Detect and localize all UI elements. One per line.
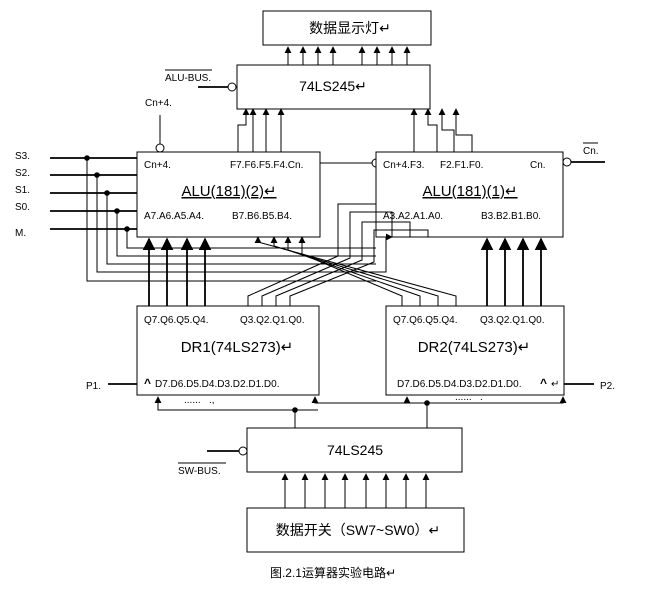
alu1-cn-pin: Cn. <box>530 160 546 171</box>
top-buffer-box <box>236 64 431 110</box>
dr1-d-pins: D7.D6.D5.D4.D3.D2.D1.D0. <box>155 379 280 390</box>
alu-bus-label: ALU-BUS. <box>165 73 211 84</box>
data-switches-block: 数据开关（SW7~SW0）↵ <box>246 507 465 553</box>
alu2-box <box>136 151 321 238</box>
s2-label: S2. <box>15 168 30 179</box>
dr1-bus-ellipsis-mark: ., <box>209 395 215 406</box>
data-switches-box <box>246 507 465 553</box>
dr1-bus-ellipsis: ...... <box>184 395 201 406</box>
dr1-q-lo-pins: Q3.Q2.Q1.Q0. <box>240 315 304 326</box>
bottom-buffer-block: 74LS245 SW-BUS. <box>178 427 463 477</box>
m-label: M. <box>15 228 26 239</box>
dr2-block: Q7.Q6.Q5.Q4. Q3.Q2.Q1.Q0. DR2(74LS273)↵ … <box>385 305 565 396</box>
bottom-buffer-label: 74LS245 <box>327 442 383 458</box>
alu2-title: ALU(181)(2)↵ <box>181 183 276 200</box>
alu2-block: Cn+4. F7.F6.F5.F4.Cn. ALU(181)(2)↵ A7.A6… <box>136 151 321 238</box>
dr1-title: DR1(74LS273)↵ <box>181 339 294 356</box>
display-bus-arrows <box>284 46 411 65</box>
alu1-box <box>375 151 564 238</box>
carry-link <box>320 158 381 168</box>
dr2-bus-ellipsis-mark: . <box>480 392 483 403</box>
display-lamps-block: 数据显示灯↵ <box>262 10 432 46</box>
top-buffer-block: 74LS245↵ ALU-BUS. <box>165 64 431 110</box>
cn-right-output: Cn. <box>562 142 605 167</box>
control-lines: S3. S2. S1. S0. M. <box>15 151 387 282</box>
sw-bus-label: SW-BUS. <box>178 466 221 477</box>
alu2-b-pins: B7.B6.B5.B4. <box>232 211 292 222</box>
alu1-to-buffer-wires <box>410 108 473 152</box>
dr2-title: DR2(74LS273)↵ <box>418 339 531 356</box>
dr2-d-pins: D7.D6.D5.D4.D3.D2.D1.D0. <box>397 379 522 390</box>
alu1-cn4-f3-pins: Cn+4.F3. <box>383 160 424 171</box>
crossing-buses <box>247 203 457 306</box>
display-lamps-box <box>262 10 432 46</box>
switch-bus-arrows <box>281 473 430 508</box>
s1-label: S1. <box>15 185 30 196</box>
dr1-block: Q7.Q6.Q5.Q4. Q3.Q2.Q1.Q0. DR1(74LS273)↵ … <box>136 305 320 396</box>
top-buffer-label: 74LS245↵ <box>299 78 367 94</box>
dr2-q-lo-pins: Q3.Q2.Q1.Q0. <box>480 315 544 326</box>
dr2-mark: ↵ <box>551 379 559 390</box>
alu1-block: Cn+4.F3. F2.F1.F0. Cn. ALU(181)(1)↵ A3.A… <box>375 151 564 238</box>
dr1-clock-symbol: ^ <box>144 376 151 390</box>
sw-bus-inverter-bubble <box>238 446 248 456</box>
s0-label: S0. <box>15 202 30 213</box>
data-switches-label: 数据开关（SW7~SW0）↵ <box>276 522 441 538</box>
cn4-bubble <box>155 143 165 153</box>
dr2-q-hi-pins: Q7.Q6.Q5.Q4. <box>393 315 457 326</box>
alu2-f-pins: F7.F6.F5.F4.Cn. <box>230 160 303 171</box>
alu-bus-inverter-bubble <box>227 82 237 92</box>
alu1-title: ALU(181)(1)↵ <box>422 183 517 200</box>
p1-input: P1. <box>86 381 137 392</box>
alu2-to-buffer-wires <box>237 108 285 152</box>
display-lamps-label: 数据显示灯↵ <box>309 20 391 36</box>
alu2-cn4-pin: Cn+4. <box>144 160 171 171</box>
cn-right-label: Cn. <box>583 146 599 157</box>
data-bus: ...... ., ...... . <box>154 392 567 428</box>
dr2-box <box>385 305 565 396</box>
dr2-bus-ellipsis: ...... <box>455 392 472 403</box>
figure-caption: 图.2.1运算器实验电路↵ <box>270 565 396 580</box>
bottom-buffer-box <box>246 427 463 473</box>
dr2-to-alu1-wires <box>480 237 548 306</box>
alu2-cn4-input: Cn+4. <box>145 98 172 153</box>
cn4-top-label: Cn+4. <box>145 98 172 109</box>
dr1-q-hi-pins: Q7.Q6.Q5.Q4. <box>144 315 208 326</box>
s3-label: S3. <box>15 151 30 162</box>
alu1-b-pins: B3.B2.B1.B0. <box>481 211 541 222</box>
alu1-a-pins: A3.A2.A1.A0. <box>383 211 443 222</box>
alu1-f-pins: F2.F1.F0. <box>440 160 483 171</box>
dr1-box <box>136 305 320 396</box>
alu2-a-pins: A7.A6.A5.A4. <box>144 211 204 222</box>
p1-label: P1. <box>86 381 101 392</box>
p2-label: P2. <box>600 381 615 392</box>
dr2-clock-symbol: ^ <box>540 376 547 390</box>
p2-input: P2. <box>564 381 615 392</box>
dr1-to-alu2-wires <box>142 237 212 306</box>
